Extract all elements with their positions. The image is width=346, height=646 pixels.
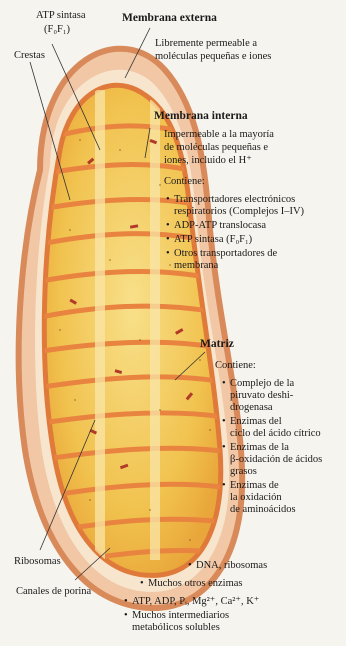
matrix-item: Enzimas de la oxidación de aminoácidos <box>222 480 346 516</box>
matrix-item: Enzimas de la β-oxidación de ácidos gras… <box>222 442 346 478</box>
matrix-item: Enzimas del ciclo del ácido cítrico <box>222 416 346 440</box>
atp-synthase-label: ATP sintasa <box>36 10 86 22</box>
ribosomes-label: Ribosomas <box>14 556 61 568</box>
outer-membrane-title: Membrana externa <box>122 12 217 25</box>
matrix-item: Muchos intermediarios metabólicos solubl… <box>124 610 342 634</box>
inner-membrane-item: ATP sintasa (F₀F₁) <box>166 234 342 246</box>
matrix-item: Muchos otros enzimas <box>140 578 340 590</box>
matrix-item: Complejo de la piruvato deshi- drogenasa <box>222 378 346 414</box>
inner-membrane-item: ADP-ATP translocasa <box>166 220 342 232</box>
outer-membrane-desc-2: moléculas pequeñas e iones <box>155 51 271 63</box>
cristae-label: Crestas <box>14 50 45 62</box>
atp-synthase-formula: (F₀F₁) <box>44 24 70 36</box>
inner-membrane-desc-2: de moléculas pequeñas e <box>164 142 268 154</box>
matrix-contiene: Contiene: <box>215 360 256 372</box>
inner-membrane-contiene: Contiene: <box>164 176 205 188</box>
inner-membrane-title: Membrana interna <box>154 110 248 123</box>
inner-membrane-desc-3: iones, incluido el H⁺ <box>164 155 252 167</box>
matrix-list-lower: DNA, ribosomas <box>188 560 338 574</box>
matrix-item: ATP, ADP, Pᵢ, Mg²⁺, Ca²⁺, K⁺ <box>124 596 342 608</box>
matrix-item: DNA, ribosomas <box>188 560 338 572</box>
inner-membrane-item: Transportadores electrónicos respiratori… <box>166 194 342 218</box>
inner-membrane-item: Otros transportadores de membrana <box>166 248 342 272</box>
inner-membrane-list: Transportadores electrónicos respiratori… <box>166 194 342 274</box>
matrix-title: Matriz <box>200 338 234 351</box>
matrix-list-main: Complejo de la piruvato deshi- drogenasa… <box>222 378 346 518</box>
matrix-list-bottom: Muchos otros enzimas <box>140 578 340 592</box>
outer-membrane-desc-1: Libremente permeable a <box>155 38 257 50</box>
matrix-list-final: ATP, ADP, Pᵢ, Mg²⁺, Ca²⁺, K⁺ Muchos inte… <box>124 596 342 636</box>
inner-membrane-desc-1: Impermeable a la mayoría <box>164 129 274 141</box>
porin-channels-label: Canales de porina <box>16 586 91 598</box>
